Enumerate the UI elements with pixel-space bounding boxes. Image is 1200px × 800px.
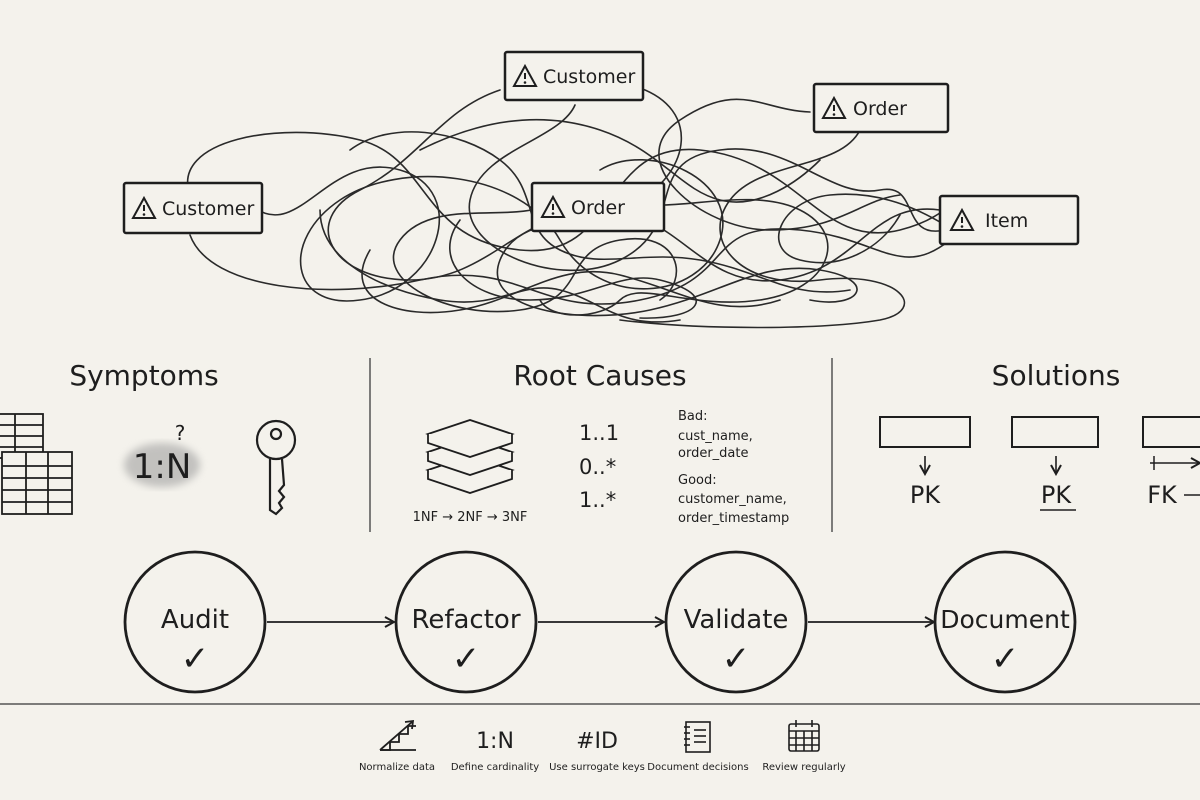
symptoms-section: Symptoms 1:N ? <box>0 359 297 516</box>
primary-key-table-a: PK <box>879 416 971 509</box>
tip-symbol: #ID <box>576 729 618 754</box>
tip-label: Normalize data <box>359 762 435 773</box>
warning-triangle-icon <box>949 207 975 231</box>
foreign-key-table: FK <box>1142 416 1200 509</box>
entity-box-order-center: Order <box>530 181 666 233</box>
step-label: Document <box>940 605 1070 634</box>
key-label: PK <box>1041 481 1072 509</box>
step-document: Document ✓ <box>933 550 1077 694</box>
step-label: Validate <box>684 605 789 635</box>
solutions-title: Solutions <box>992 359 1121 392</box>
check-icon: ✓ <box>722 639 751 679</box>
notebook-icon <box>684 721 711 753</box>
process-flow: Audit ✓ Refactor ✓ Validate ✓ Document ✓ <box>123 550 1077 694</box>
key-icon <box>255 419 297 516</box>
tip-label: Use surrogate keys <box>549 762 645 773</box>
entity-label: Order <box>853 98 907 120</box>
entity-box-item: Item <box>938 194 1080 246</box>
check-icon: ✓ <box>452 639 481 679</box>
check-icon: ✓ <box>181 639 210 679</box>
tip-cardinality: 1:N Define cardinality <box>451 729 539 773</box>
tip-document: Document decisions <box>647 721 749 773</box>
root-causes-title: Root Causes <box>513 359 686 392</box>
bad-example: cust_name, <box>678 429 753 444</box>
key-label: PK <box>910 481 941 509</box>
tip-label: Define cardinality <box>451 762 539 773</box>
tips-row: Normalize data 1:N Define cardinality #I… <box>359 719 846 773</box>
nf-progression: 1NF → 2NF → 3NF <box>413 510 528 525</box>
bad-example: order_date <box>678 446 748 461</box>
staircase-icon <box>379 719 416 751</box>
step-label: Audit <box>161 605 229 635</box>
warning-triangle-icon <box>512 63 538 87</box>
tip-symbol: 1:N <box>476 729 514 754</box>
entity-label: Customer <box>543 66 635 88</box>
step-validate: Validate ✓ <box>664 550 808 694</box>
tip-label: Review regularly <box>762 762 845 773</box>
root-causes-section: Root Causes 1NF → 2NF → 3NF 1..1 0..* 1.… <box>413 359 790 526</box>
tip-review: Review regularly <box>762 720 846 773</box>
cardinality-notation: 0..* <box>579 455 616 479</box>
warning-triangle-icon <box>821 95 847 119</box>
bad-label: Bad: <box>678 409 708 424</box>
primary-key-table-b: PK <box>1011 416 1099 511</box>
spreadsheet-icon <box>0 413 73 515</box>
good-label: Good: <box>678 473 717 488</box>
good-example: customer_name, <box>678 492 787 507</box>
normalization-layers-icon <box>425 419 515 494</box>
entity-box-customer-top: Customer <box>503 50 645 102</box>
tip-surrogate-keys: #ID Use surrogate keys <box>549 729 645 773</box>
entity-label: Customer <box>162 198 254 220</box>
warning-triangle-icon <box>131 195 157 219</box>
cardinality-text: 1:N <box>133 447 192 487</box>
tip-normalize: Normalize data <box>359 719 435 773</box>
calendar-icon <box>788 720 820 752</box>
step-audit: Audit ✓ <box>123 550 267 694</box>
cardinality-notation: 1..1 <box>579 421 619 445</box>
question-mark: ? <box>175 421 186 445</box>
entity-label: Order <box>571 197 625 219</box>
solutions-section: Solutions PK PK FK <box>879 359 1200 511</box>
key-label: FK <box>1147 481 1178 509</box>
entity-label: Item <box>985 210 1028 232</box>
cardinality-notation: 1..* <box>579 488 616 512</box>
good-example: order_timestamp <box>678 511 789 526</box>
entity-box-order-right: Order <box>812 82 950 134</box>
tip-label: Document decisions <box>647 762 748 773</box>
warning-triangle-icon <box>540 194 566 218</box>
ambiguous-cardinality-icon: 1:N ? <box>124 421 200 487</box>
step-label: Refactor <box>411 605 520 635</box>
entity-box-customer-left: Customer <box>122 181 264 235</box>
step-refactor: Refactor ✓ <box>394 550 538 694</box>
symptoms-title: Symptoms <box>69 359 218 392</box>
check-icon: ✓ <box>991 639 1020 679</box>
